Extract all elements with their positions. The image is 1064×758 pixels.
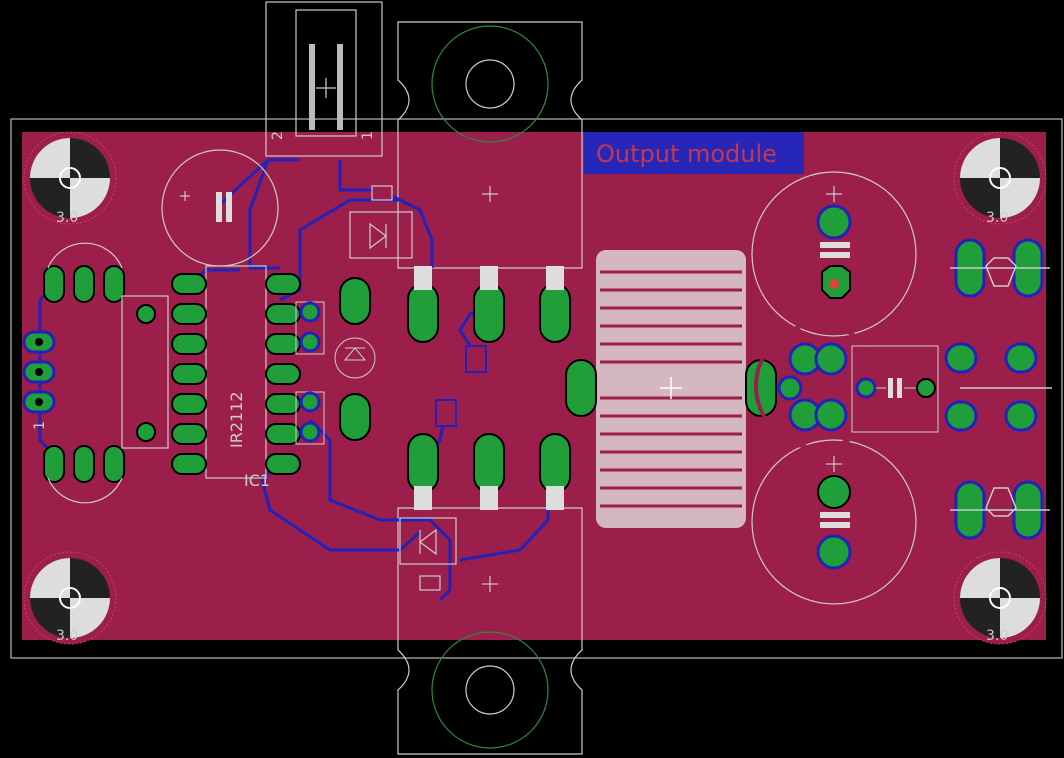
output-filter-section — [754, 322, 939, 450]
output-capacitor-pads — [816, 204, 852, 570]
connector-pin-a-label: 2 — [270, 131, 286, 140]
hole-size-label-top-left: 3.0 — [56, 210, 78, 226]
input-connector — [22, 330, 56, 414]
output-terminal-silkscreen — [950, 257, 1052, 517]
power-connector — [265, 1, 383, 157]
smd-capacitor-a — [465, 345, 487, 373]
board-title-background — [584, 132, 804, 174]
ic-part-name: IR2112 — [227, 391, 246, 448]
diode — [334, 277, 376, 441]
mounting-hole-bottom-right — [953, 551, 1047, 645]
transistor-heatsink-bottom — [397, 507, 583, 755]
mounting-hole-top-right — [953, 131, 1047, 225]
signal-transistor-outlines — [47, 242, 169, 504]
mosfet-top-pads — [407, 283, 571, 343]
hole-size-label-top-right: 3.0 — [986, 210, 1008, 226]
mounting-hole-bottom-left — [23, 551, 117, 645]
smd-diode-top — [349, 185, 413, 259]
hole-size-label-bottom-left: 3.0 — [56, 628, 78, 644]
capacitor-output-bottom — [751, 439, 917, 605]
mosfet-leads — [414, 266, 564, 510]
resistor-pads — [136, 301, 325, 445]
connector-pin-b-label: 1 — [360, 131, 376, 140]
smd-diode-bottom — [399, 517, 457, 591]
signal-transistor-pads — [43, 265, 125, 483]
input-pin-label: 1 — [32, 421, 48, 430]
inductor-pads — [565, 359, 777, 417]
transistor-heatsink-top — [397, 21, 583, 269]
ic-reference: IC1 — [244, 471, 270, 490]
copper-pour-top-strip — [22, 132, 582, 146]
mosfet-bottom-pads — [407, 433, 571, 493]
capacitor-output-top — [751, 171, 917, 337]
hole-size-label-bottom-right: 3.0 — [986, 628, 1008, 644]
smd-capacitor-b — [435, 399, 457, 427]
board-title: Output module — [596, 140, 777, 168]
output-inductor — [596, 250, 746, 528]
mounting-hole-top-left — [23, 131, 117, 225]
